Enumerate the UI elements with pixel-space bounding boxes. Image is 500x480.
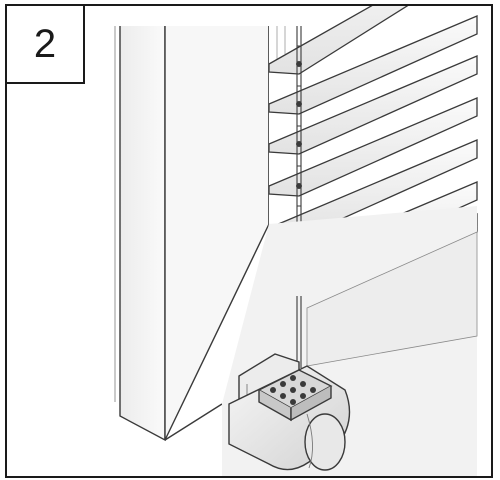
slat-3 <box>268 55 478 155</box>
motor-end-cap <box>304 413 346 471</box>
slat-4 <box>268 97 478 197</box>
step-number-box: 2 <box>7 6 85 84</box>
slat-1 <box>268 6 409 75</box>
motor-unit <box>228 353 351 471</box>
blind-installation-illustration <box>114 6 478 476</box>
instruction-frame: 2 <box>5 4 493 478</box>
terminal-screws <box>270 375 316 405</box>
step-number: 2 <box>33 22 57 66</box>
slat-2 <box>268 15 478 115</box>
control-cord <box>296 296 302 368</box>
